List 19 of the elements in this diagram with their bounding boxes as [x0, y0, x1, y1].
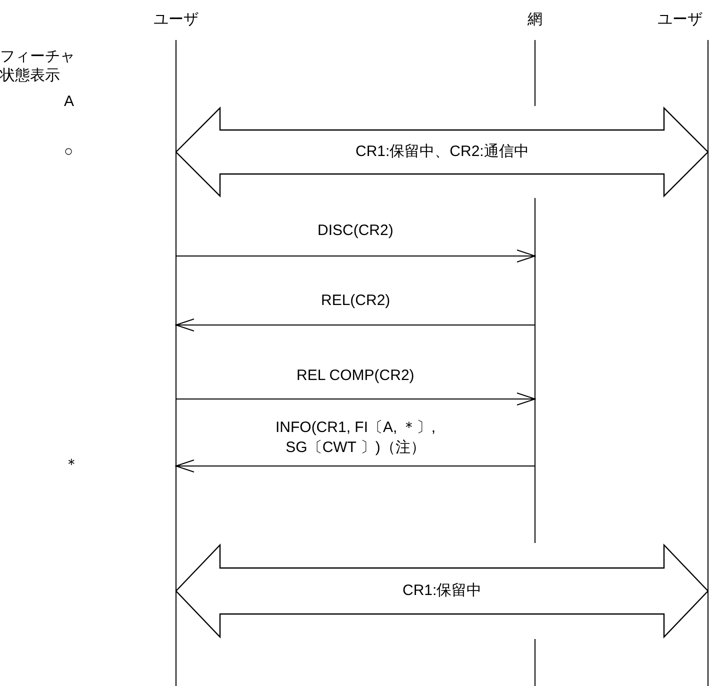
column-heading: フィーチャ状態表示 [0, 47, 76, 85]
block-arrow [175, 544, 709, 638]
lifeline-header: 網 [528, 10, 542, 686]
lifeline-header: ユーザ [154, 10, 198, 686]
message-arrow [176, 250, 536, 262]
message-label: INFO(CR1, FI〔A, ＊〕, SG〔CWT 〕)（注） [274, 418, 436, 458]
message-label: REL COMP(CR2) [296, 367, 414, 384]
lifeline-header: ユーザ [658, 10, 709, 686]
state-mark: A [64, 93, 74, 110]
message-arrow [176, 318, 536, 332]
message-label: REL(CR2) [321, 292, 390, 309]
state-mark: ＊ [64, 455, 79, 474]
message-label: CR1:保留中 [402, 581, 482, 600]
state-mark: ○ [64, 143, 74, 160]
message-label: CR1:保留中、CR2:通信中 [356, 142, 529, 161]
block-arrow [175, 106, 709, 198]
message-arrow [176, 460, 536, 472]
message-label: DISC(CR2) [318, 222, 394, 239]
message-arrow [176, 392, 536, 406]
